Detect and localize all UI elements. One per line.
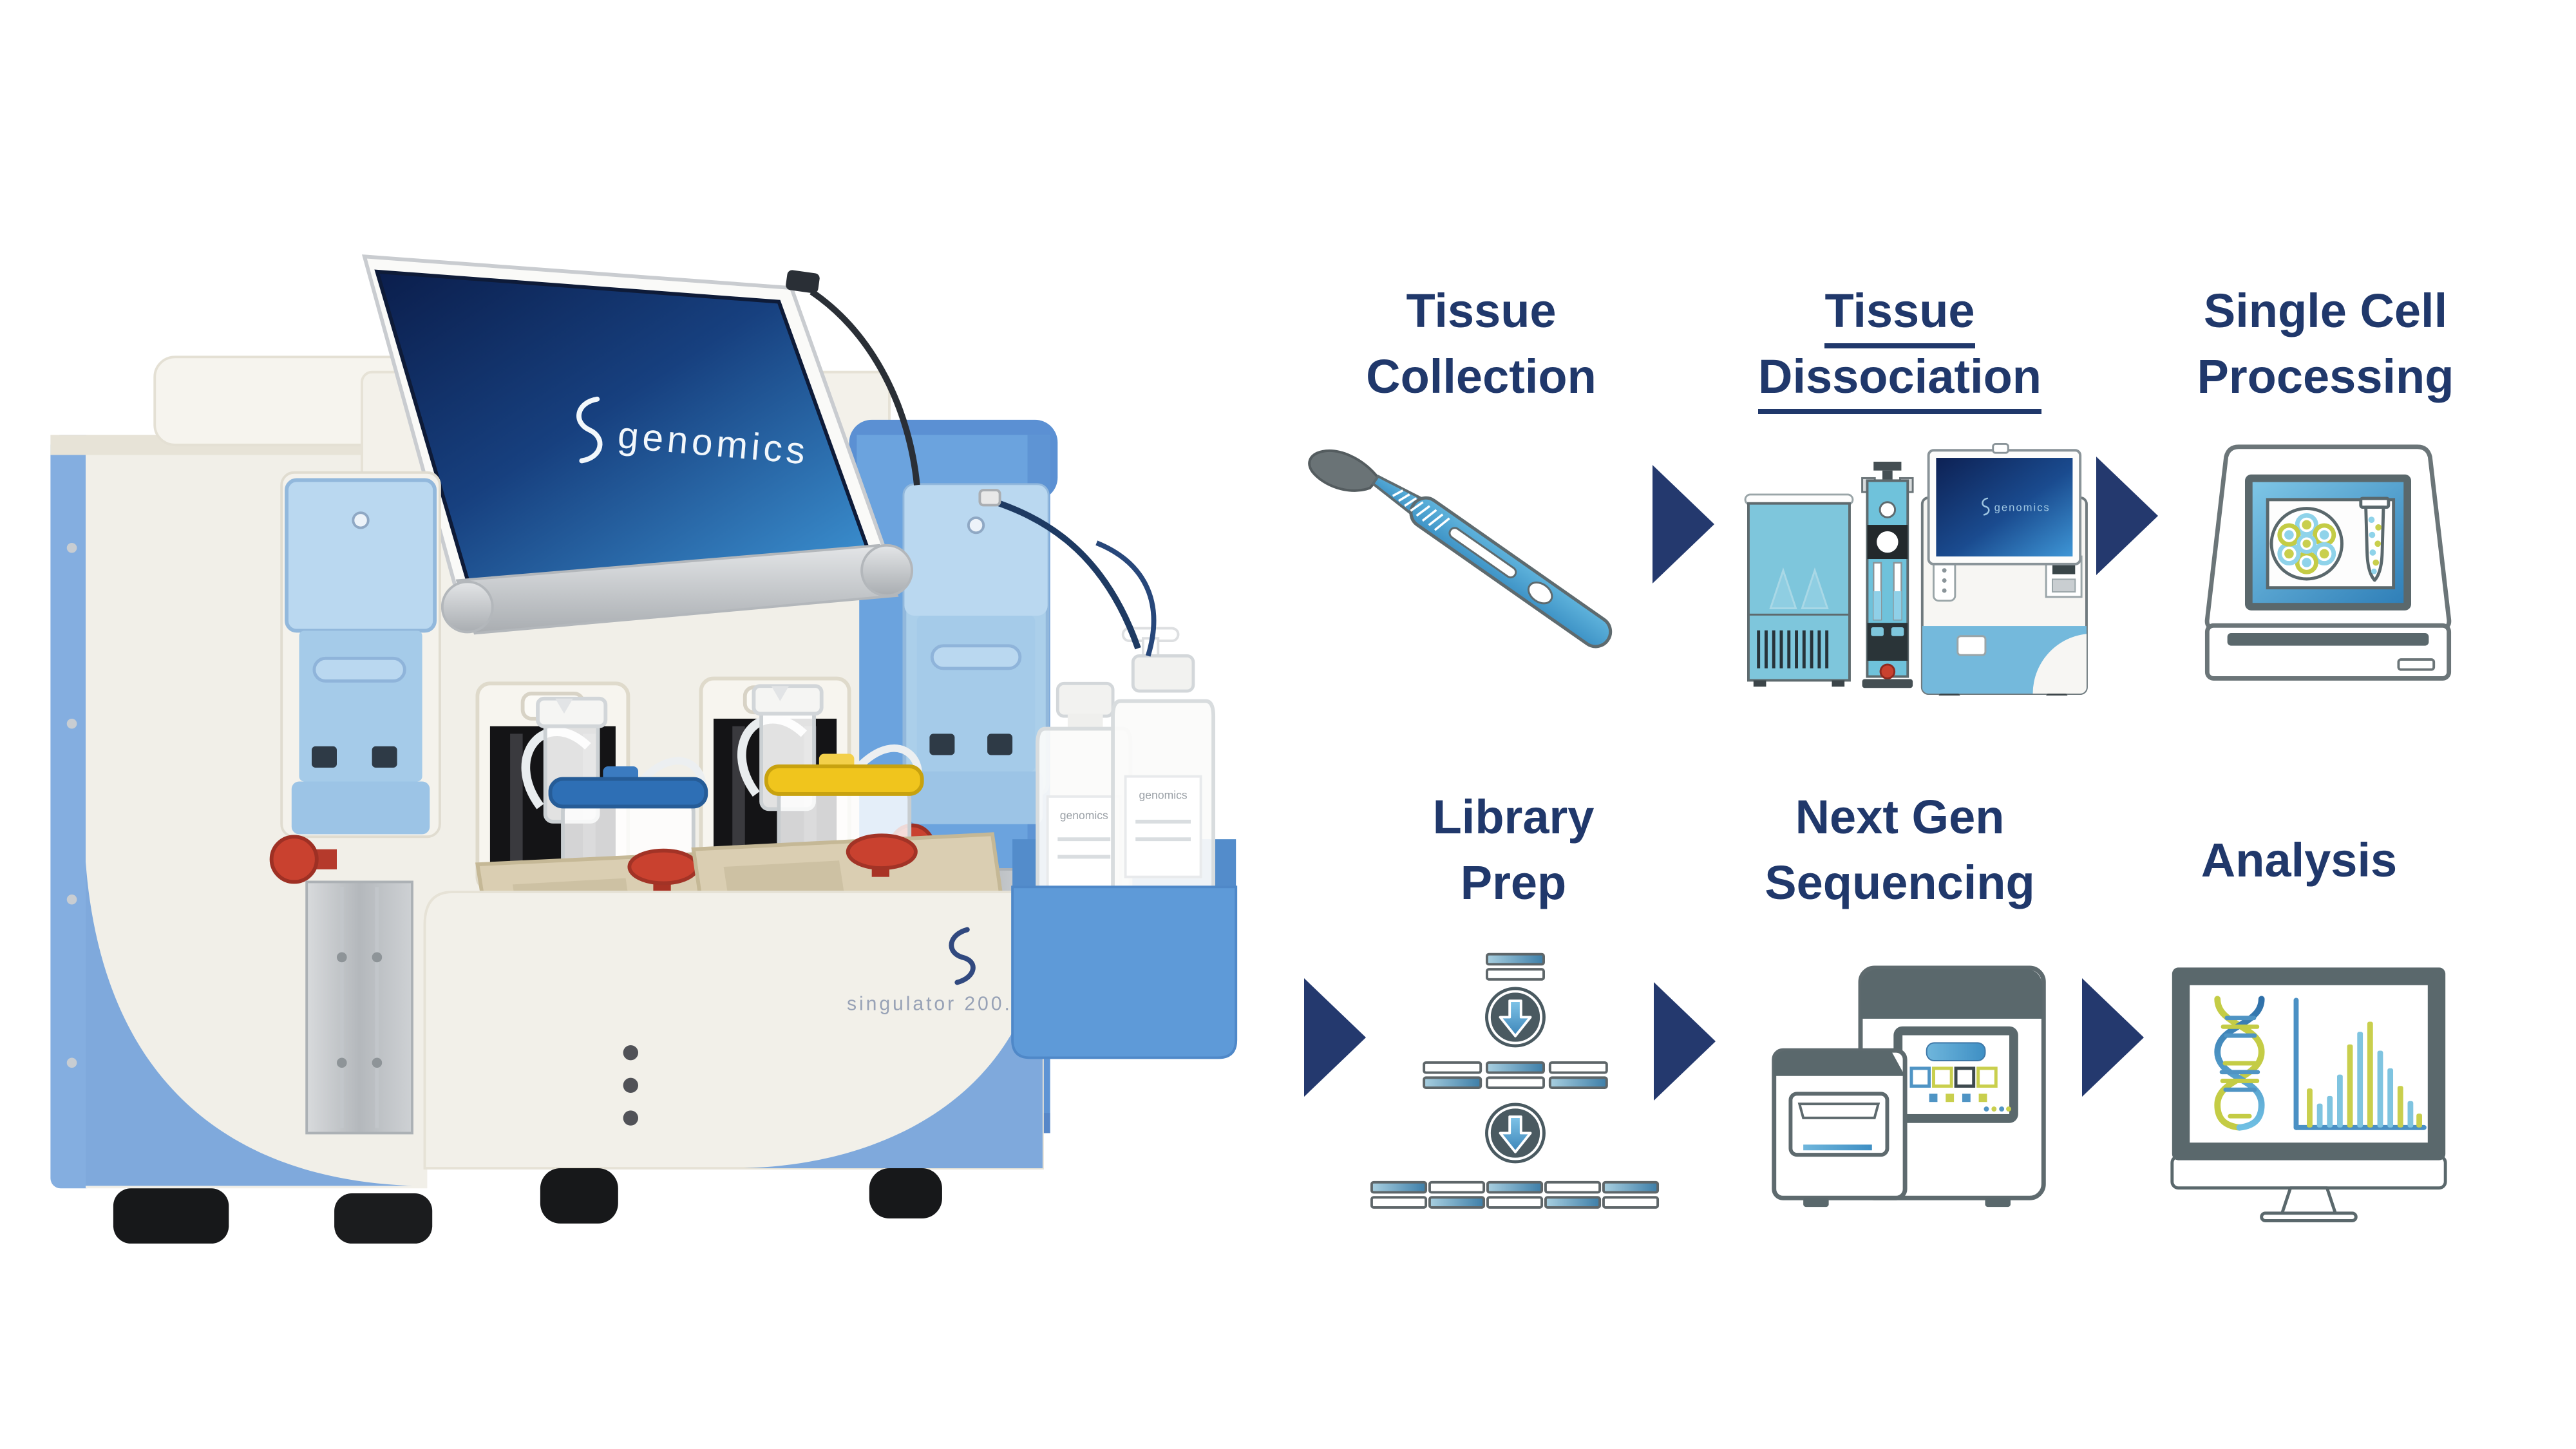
mini-freezer: [1744, 493, 1854, 687]
screen-cable: [810, 289, 920, 486]
machine-front-lower-panel: singulator 200.: [423, 891, 1044, 1170]
dna-helix: [2214, 996, 2265, 1131]
arrow-icon-5: [2082, 978, 2144, 1097]
machine-left-actuator: [269, 471, 441, 1135]
step-label-tissue-dissociation: Tissue Dissociation: [1674, 278, 2125, 414]
single-cell-screen-icon: [2204, 444, 2452, 681]
bottle-caddy: genomics genomics: [978, 489, 1238, 1059]
bottle-2-label: genomics: [1139, 789, 1188, 802]
bar-chart: [2293, 998, 2427, 1130]
arrow-icon-2: [2096, 457, 2158, 575]
mini-screen-text: genomics: [1994, 501, 2050, 513]
bottle-1: genomics: [1036, 681, 1133, 924]
arrow-icon-3: [1304, 978, 1366, 1097]
sequencer-icon: [1772, 965, 2046, 1208]
step-label-analysis: Analysis: [2201, 833, 2398, 887]
machine-touchscreen: genomics: [361, 254, 920, 635]
red-knob-tray-left: [627, 848, 699, 886]
front-model-label: singulator 200.: [847, 993, 1012, 1014]
screen-camera: [786, 270, 820, 294]
singulator-200-photo: genomics: [50, 254, 1238, 1244]
step-label-next-gen-sequencing: Next Gen Sequencing: [1765, 790, 2035, 909]
red-knob-left: [269, 835, 319, 884]
arrow-icon-4: [1654, 982, 1716, 1101]
library-prep-fragments-icon: [1370, 952, 1660, 1209]
step-label-single-cell-processing: Single Cell Processing: [2197, 284, 2454, 403]
down-arrow-circle-2: [1485, 1103, 1546, 1164]
s2-front-logo: [949, 927, 976, 985]
petri-dish-cells: [2269, 507, 2344, 581]
step-label-library-prep: Library Prep: [1432, 790, 1595, 909]
bottle-2: genomics: [1111, 627, 1216, 927]
mini-main-unit: genomics: [1920, 442, 2088, 696]
mini-tower: [1861, 461, 1914, 688]
bottle-1-label: genomics: [1060, 809, 1108, 822]
arrow-icon-1: [1653, 465, 1714, 583]
tissue-dissociation-instrument-icon: genomics: [1744, 442, 2088, 696]
tubing-dark: [989, 497, 1141, 650]
machine-feet: [113, 1168, 942, 1244]
microtube: [2359, 497, 2391, 582]
scalpel-icon: [1308, 450, 1613, 649]
sequencer-screen-content: [1909, 1042, 2011, 1112]
step-label-tissue-collection: Tissue Collection: [1366, 284, 1596, 403]
down-arrow-circle-1: [1485, 987, 1546, 1048]
analysis-monitor-icon: [2170, 967, 2447, 1222]
red-knob-tray-right: [846, 833, 918, 870]
